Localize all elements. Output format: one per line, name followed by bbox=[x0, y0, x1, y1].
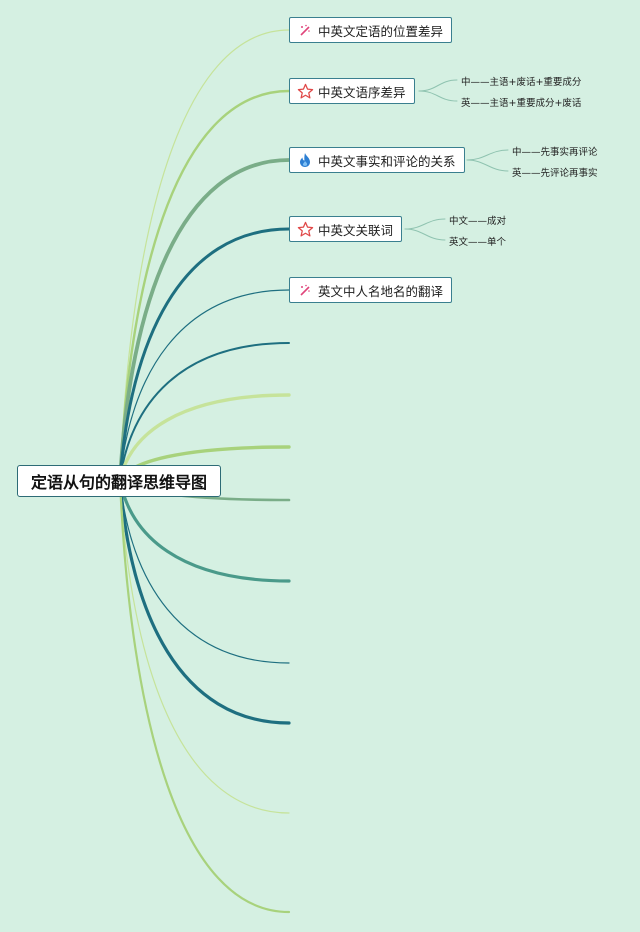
fire-icon bbox=[296, 151, 314, 169]
branch-line bbox=[118, 158, 291, 482]
branch-lines bbox=[118, 29, 291, 914]
topic-label: 中英文关联词 bbox=[318, 222, 394, 238]
leaf-connector bbox=[466, 159, 509, 172]
star-outline-icon bbox=[296, 220, 314, 238]
leaf-fact-english[interactable]: 英——先评论再事实 bbox=[512, 168, 598, 179]
branch-line bbox=[119, 342, 290, 481]
topic-connectives[interactable]: 中英文关联词 bbox=[289, 216, 403, 242]
leaf-connector bbox=[418, 79, 458, 92]
branch-line bbox=[118, 478, 291, 725]
branch-line bbox=[118, 478, 291, 914]
leaf-connector bbox=[404, 228, 446, 241]
branch-line bbox=[118, 227, 291, 482]
branch-line bbox=[118, 393, 291, 482]
root-title: 定语从句的翻译思维导图 bbox=[30, 473, 207, 492]
leaf-connective-chinese[interactable]: 中文——成对 bbox=[449, 216, 507, 227]
pencil-magic-icon bbox=[296, 281, 314, 299]
branch-line bbox=[119, 479, 290, 814]
topic-word-order[interactable]: 中英文语序差异 bbox=[289, 78, 415, 104]
branch-line bbox=[119, 289, 290, 481]
branch-line bbox=[118, 89, 291, 482]
topic-label: 英文中人名地名的翻译 bbox=[318, 283, 444, 299]
topic-names-translation[interactable]: 英文中人名地名的翻译 bbox=[289, 277, 453, 303]
topic-label: 中英文事实和评论的关系 bbox=[318, 153, 456, 169]
leaf-connective-english[interactable]: 英文——单个 bbox=[449, 237, 507, 248]
leaf-fact-chinese[interactable]: 中——先事实再评论 bbox=[512, 147, 598, 158]
leaf-connector bbox=[404, 218, 446, 230]
branch-line bbox=[118, 478, 291, 583]
topic-fact-comment[interactable]: 中英文事实和评论的关系 bbox=[289, 147, 465, 173]
leaf-connector bbox=[466, 149, 509, 161]
branch-line bbox=[119, 29, 290, 481]
root-topic[interactable]: 定语从句的翻译思维导图 bbox=[17, 465, 221, 497]
topic-label: 中英文语序差异 bbox=[318, 84, 406, 100]
leaf-order-english[interactable]: 英——主语+重要成分+废话 bbox=[461, 98, 582, 109]
topic-label: 中英文定语的位置差异 bbox=[318, 23, 444, 39]
pencil-magic-icon bbox=[296, 21, 314, 39]
leaf-connector bbox=[418, 90, 458, 102]
leaf-connector-lines bbox=[404, 79, 509, 241]
branch-line bbox=[119, 479, 290, 664]
topic-attributive-position[interactable]: 中英文定语的位置差异 bbox=[289, 17, 453, 43]
star-outline-icon bbox=[296, 82, 314, 100]
leaf-order-chinese[interactable]: 中——主语+废话+重要成分 bbox=[461, 77, 582, 88]
